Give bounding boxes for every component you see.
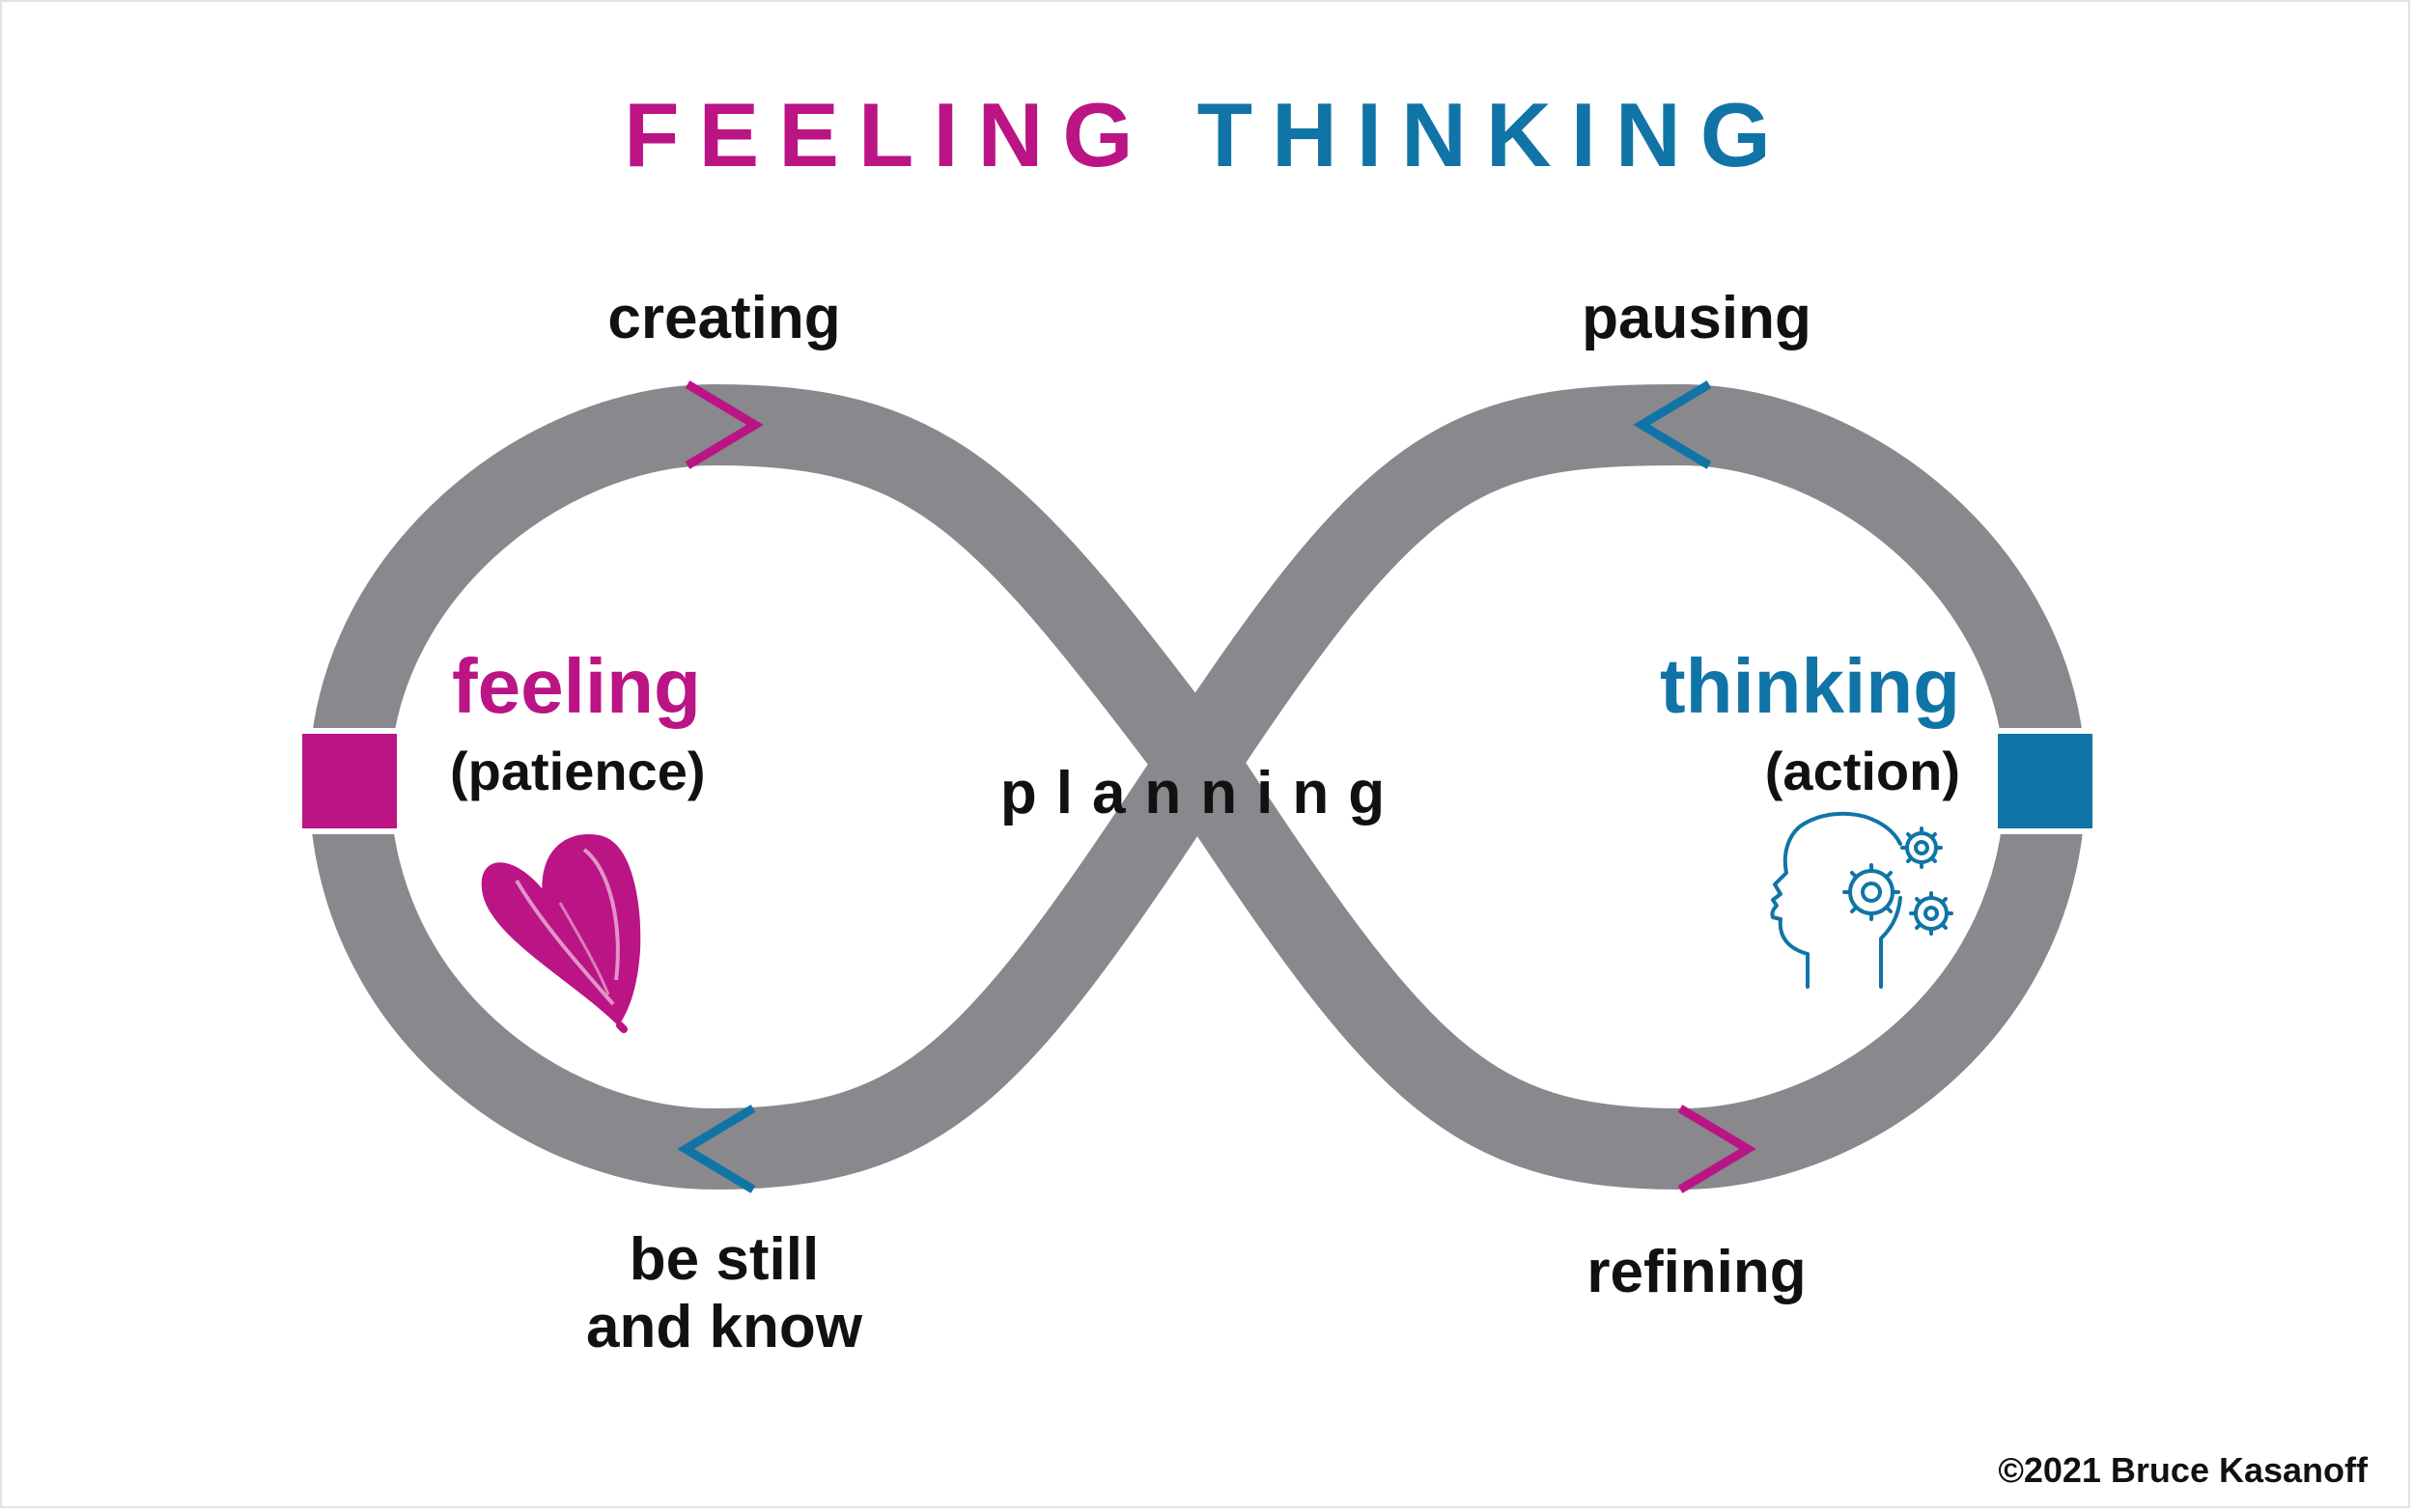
title-feeling: FEELING (624, 84, 1152, 185)
label-be-still: be still (630, 1226, 819, 1293)
heart-icon (481, 834, 641, 1033)
feeling-heading: feeling (452, 643, 701, 729)
chevron-left-icon (677, 1105, 756, 1193)
chevron-right-icon (1677, 1105, 1756, 1193)
thinking-heading: thinking (1660, 643, 1960, 729)
label-pausing: pausing (1582, 285, 1811, 351)
title-thinking: THINKING (1197, 84, 1790, 185)
copyright-notice: ©2021 Bruce Kasanoff (1998, 1450, 2368, 1490)
label-and-know: and know (586, 1294, 863, 1360)
head-gears-icon (1770, 811, 1953, 989)
feeling-subheading: (patience) (450, 741, 706, 801)
chevron-left-icon (1633, 380, 1712, 469)
label-creating: creating (607, 285, 840, 351)
diagram-title: FEELING THINKING (624, 84, 1790, 185)
thinking-subheading: (action) (1765, 741, 1960, 801)
chevron-right-icon (685, 380, 764, 469)
feeling-square-marker (296, 728, 403, 834)
thinking-square-marker (1992, 728, 2098, 834)
label-refining: refining (1586, 1239, 1806, 1305)
label-planning: planning (1000, 760, 1404, 826)
infinity-loop (309, 384, 2086, 1190)
